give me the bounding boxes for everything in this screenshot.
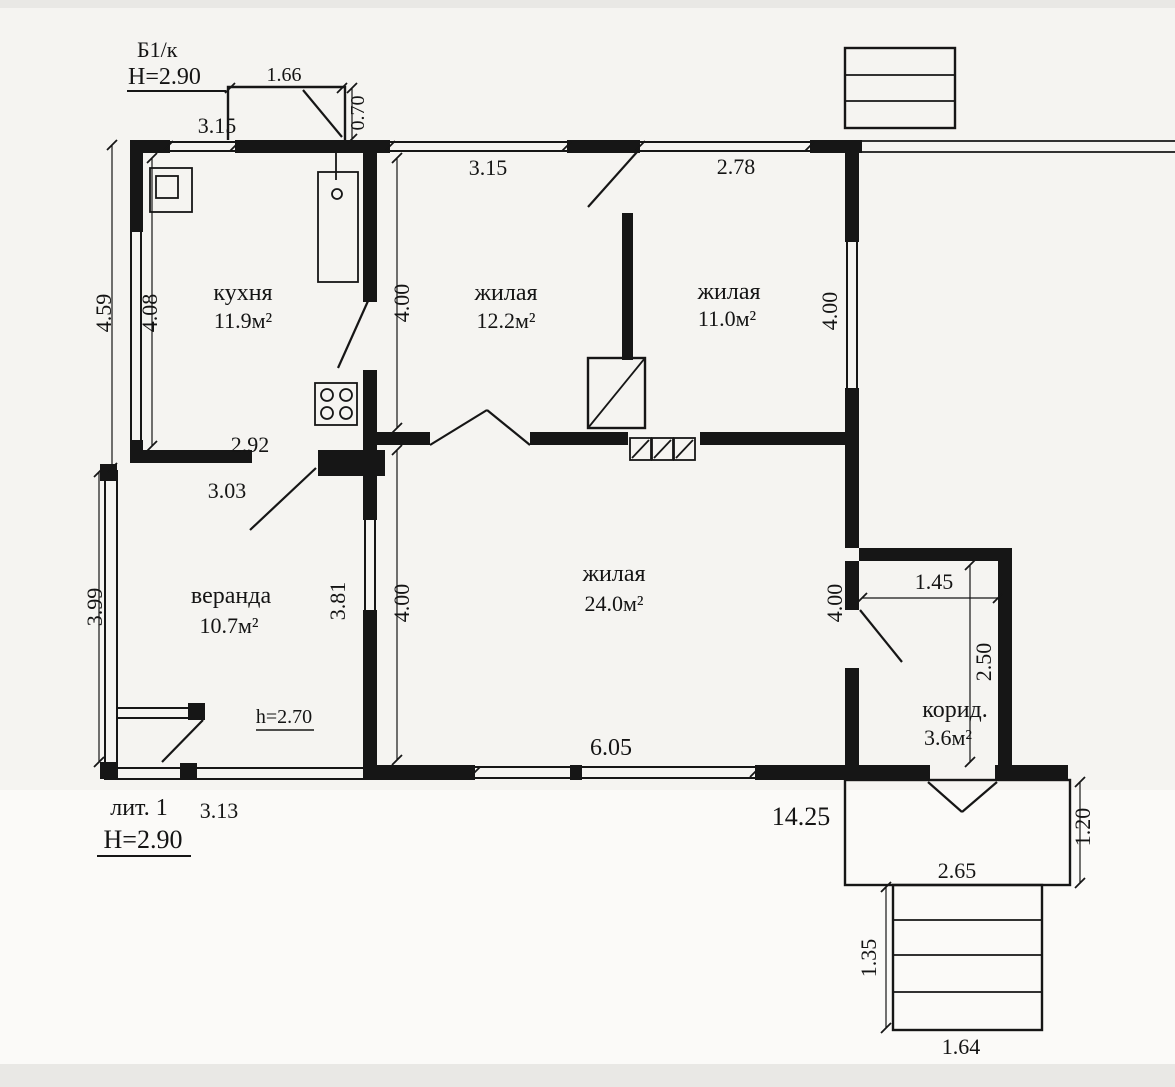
windows-layer [104, 141, 858, 780]
dim-kitchen-left: 4.08 [137, 294, 162, 333]
walls-layer [100, 140, 1068, 780]
dim-corridor-height: 2.50 [971, 643, 996, 682]
dim-kitchen-top: 3.15 [198, 113, 237, 138]
liter-label: лит. 1 [110, 795, 168, 821]
dim-total-bottom: 14.25 [772, 802, 831, 831]
dim-living2-top: 2.78 [717, 154, 756, 179]
dim-veranda-bottom: 3.13 [200, 798, 239, 823]
dim-steps-height: 1.35 [856, 939, 881, 978]
boundary-line-right [859, 140, 1175, 153]
room-living2-name: жилая [696, 279, 760, 305]
ceiling-height-note: h=2.70 [256, 706, 312, 728]
doors-layer [161, 151, 998, 813]
block-height-bottom: Н=2.90 [104, 825, 183, 854]
dim-kitchen-width: 2.92 [231, 432, 270, 457]
room-corridor-area: 3.6м² [924, 725, 972, 750]
dim-top-niche-width: 1.66 [267, 64, 302, 86]
dim-veranda-left: 3.99 [82, 588, 107, 627]
entry-steps-bottom [891, 883, 1044, 1032]
dim-living2-right: 4.00 [817, 292, 842, 331]
dim-porch-width: 2.65 [938, 858, 977, 883]
dim-living-large-bottom: 6.05 [590, 735, 632, 761]
dim-living1-top: 3.15 [469, 155, 508, 180]
labels-layer: Б1/к Н=2.90 1.66 0.70 3.15 3.15 2.78 4.5… [82, 37, 1095, 1059]
room-kitchen-name: кухня [213, 280, 272, 306]
dim-living1-left: 4.00 [389, 284, 414, 323]
dim-living-large-left: 4.00 [389, 584, 414, 623]
block-label-top: Б1/к [137, 37, 178, 62]
furnace-symbol [586, 356, 647, 430]
room-corridor-name: корид. [922, 697, 988, 723]
dim-steps-width: 1.64 [942, 1034, 981, 1059]
top-niche [226, 85, 347, 140]
vent-channels-symbol [629, 437, 696, 461]
room-living1-area: 12.2м² [476, 308, 535, 333]
stove-symbol [314, 382, 358, 426]
sink-counter-symbol [317, 153, 359, 283]
room-kitchen-area: 11.9м² [214, 308, 273, 333]
room-living2-area: 11.0м² [698, 306, 757, 331]
dim-veranda-right: 3.81 [325, 582, 350, 621]
room-living-large-name: жилая [581, 561, 645, 587]
room-living1-name: жилая [473, 280, 537, 306]
block-height-top: Н=2.90 [128, 64, 201, 90]
dim-living-large-right: 4.00 [822, 584, 847, 623]
dim-top-niche-depth: 0.70 [347, 96, 369, 131]
entry-steps-top [843, 46, 957, 130]
dim-corridor-width: 1.45 [915, 569, 954, 594]
room-veranda-name: веранда [191, 583, 272, 609]
room-living-large-area: 24.0м² [584, 591, 643, 616]
dim-porch-height: 1.20 [1070, 808, 1095, 847]
flue-symbol [149, 167, 193, 213]
dimension-lines-layer [93, 82, 1086, 1034]
dim-left-outer: 4.59 [91, 294, 116, 333]
room-veranda-area: 10.7м² [199, 613, 258, 638]
dim-veranda-top: 3.03 [208, 478, 247, 503]
